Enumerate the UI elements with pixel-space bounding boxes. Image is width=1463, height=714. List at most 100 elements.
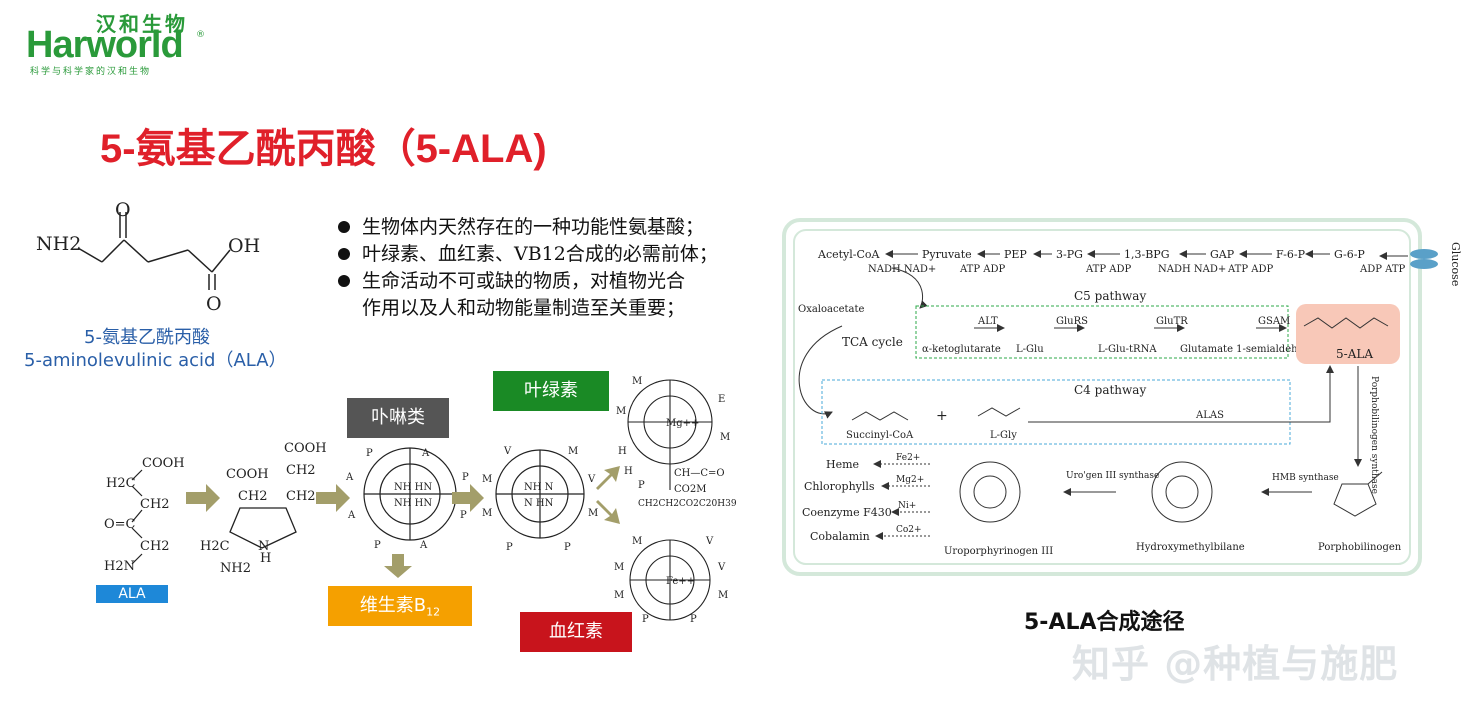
proto-letter: M bbox=[482, 474, 492, 485]
pbg-synthase-label: Porphobilinogen synthase bbox=[1369, 376, 1379, 494]
chl-phytyl: CH2CH2CO2C20H39 bbox=[638, 499, 737, 509]
metal-ni: Ni+ bbox=[898, 501, 916, 511]
glucose-label: Glucose bbox=[1449, 242, 1462, 286]
bullet-dot-icon bbox=[338, 221, 350, 233]
c4-label: C4 pathway bbox=[1074, 383, 1146, 397]
porphobilinogen-label: Porphobilinogen bbox=[1318, 542, 1402, 553]
vitamin-b12-tag: 维生素B12 bbox=[328, 586, 472, 626]
porph-nh-text: NH HN bbox=[394, 482, 432, 493]
proto-letter: P bbox=[506, 542, 513, 553]
c5-pathway-box bbox=[915, 305, 1289, 359]
hydroxymethylbilane-ring bbox=[1151, 461, 1213, 523]
gly-f6p: F-6-P bbox=[1276, 248, 1306, 261]
c4-plus: + bbox=[936, 408, 948, 424]
porph-hn-text: NH HN bbox=[394, 498, 432, 509]
porph-letter: A bbox=[421, 448, 430, 459]
pbg-ring bbox=[229, 507, 297, 549]
logo-english: Harworld bbox=[26, 24, 184, 66]
proto-letter: M bbox=[568, 446, 578, 457]
product-cobalamin: Cobalamin bbox=[810, 530, 870, 543]
arrow-down-right-icon bbox=[596, 500, 620, 524]
proto-letter: V bbox=[587, 474, 596, 485]
product-chlorophylls: Chlorophylls bbox=[804, 480, 875, 493]
arrow-icon bbox=[316, 484, 350, 512]
heme-m2: M bbox=[614, 562, 624, 573]
gly-acetylcoa: Acetyl-CoA bbox=[817, 248, 881, 261]
chl-e: E bbox=[718, 394, 725, 405]
heme-m1: M bbox=[632, 536, 642, 547]
c4-gly: L-Gly bbox=[990, 430, 1017, 441]
bullet-text: 生物体内天然存在的一种功能性氨基酸； bbox=[362, 216, 705, 238]
porph-letter: P bbox=[460, 510, 467, 521]
cof-3: ATP ADP bbox=[1085, 264, 1131, 275]
ala-highlight-box bbox=[1296, 304, 1400, 364]
gly-pep: PEP bbox=[1004, 248, 1027, 261]
metal-co: Co2+ bbox=[896, 525, 922, 535]
ala-skeleton bbox=[1303, 317, 1389, 329]
c5-glu: L-Glu bbox=[1016, 344, 1044, 355]
bullet-dot-icon bbox=[338, 275, 350, 287]
cof-1: NADH NAD+ bbox=[868, 264, 936, 275]
heme-v2: V bbox=[717, 562, 726, 573]
ala-struct-oc: O=C bbox=[104, 517, 136, 532]
bullet-1: 生物体内天然存在的一种功能性氨基酸； bbox=[336, 214, 718, 241]
product-f430: Coenzyme F430 bbox=[802, 506, 892, 519]
ala-name-chinese: 5-氨基乙酰丙酸 bbox=[84, 327, 210, 348]
chlorophyll-ring bbox=[627, 379, 713, 490]
transporter-icon bbox=[1410, 249, 1438, 259]
hydroxy-label: Hydroxymethylbilane bbox=[1136, 542, 1245, 553]
porph-letter: A bbox=[419, 540, 428, 551]
logo-slogan: 科学与科学家的汉和生物 bbox=[30, 67, 152, 77]
b12-subscript: 12 bbox=[426, 605, 441, 619]
c5-glutr: GluTR bbox=[1156, 316, 1188, 327]
cof-4: NADH NAD+ bbox=[1158, 264, 1226, 275]
chl-ketone: CH—C=O bbox=[674, 468, 725, 479]
logo-registered: ® bbox=[196, 30, 205, 40]
bullet-text: 生命活动不可或缺的物质，对植物光合 bbox=[362, 270, 686, 292]
ala-ketone-o: O bbox=[115, 200, 131, 221]
heme-ring bbox=[629, 539, 711, 621]
pbg-cooh1: COOH bbox=[226, 467, 269, 482]
bullet-3: 生命活动不可或缺的物质，对植物光合 bbox=[336, 268, 718, 295]
porph-letter: A bbox=[347, 510, 356, 521]
proto-letter: V bbox=[503, 446, 512, 457]
chl-metal: Mg++ bbox=[666, 418, 699, 429]
porph-letter: A bbox=[345, 472, 354, 483]
pbg-cooh2: COOH bbox=[284, 441, 327, 456]
c5-label: C5 pathway bbox=[1074, 289, 1146, 303]
succinyl-skeleton bbox=[851, 411, 909, 421]
chl-m3: M bbox=[720, 432, 730, 443]
ala-oh: OH bbox=[228, 235, 260, 257]
pathway-ala-label: 5-ALA bbox=[1336, 347, 1373, 361]
heme-metal: Fe++ bbox=[666, 576, 695, 587]
chl-h1: H bbox=[618, 446, 627, 457]
transporter-icon bbox=[1410, 259, 1438, 269]
gly-pyruvate: Pyruvate bbox=[922, 248, 972, 261]
alas-arrow bbox=[1028, 365, 1334, 423]
gly-g6p: G-6-P bbox=[1334, 248, 1365, 261]
bullet-3-continued: 作用以及人和动物能量制造至关重要； bbox=[362, 297, 686, 319]
bullet-dot-icon bbox=[338, 248, 350, 260]
porphyrin-ring bbox=[363, 447, 457, 541]
tca-label: TCA cycle bbox=[842, 335, 903, 349]
ala-tag: ALA bbox=[96, 585, 168, 603]
pbg-nh2: NH2 bbox=[220, 561, 251, 576]
uroporph-label: Uroporphyrinogen III bbox=[944, 546, 1053, 557]
proto-letter: P bbox=[564, 542, 571, 553]
porph-letter: P bbox=[366, 448, 373, 459]
ala-structure: NH2 O OH O bbox=[36, 200, 260, 315]
urogen-synthase-label: Uro'gen III synthase bbox=[1066, 471, 1159, 481]
gly-13bpg: 1,3-BPG bbox=[1124, 248, 1169, 261]
uroporphyrinogen-ring bbox=[959, 461, 1021, 523]
gly-gap: GAP bbox=[1210, 248, 1235, 261]
ala-struct-ch2: CH2 bbox=[140, 497, 170, 512]
proto-nh-text: NH N bbox=[524, 482, 554, 493]
oxaloacetate-label: Oxaloacetate bbox=[798, 304, 864, 315]
c5-glutrna: L-Glu-tRNA bbox=[1098, 344, 1157, 355]
pbg-ch2b: CH2 bbox=[238, 489, 268, 504]
b12-label: 维生素B bbox=[359, 595, 427, 616]
synthesis-scheme: COOH H2C CH2 O=C CH2 H2N COOH COOH CH2 C… bbox=[104, 376, 737, 625]
chl-m1: M bbox=[632, 376, 642, 387]
ala-name-english: 5-aminolevulinic acid（ALA） bbox=[24, 350, 287, 371]
c4-alas: ALAS bbox=[1195, 410, 1224, 421]
